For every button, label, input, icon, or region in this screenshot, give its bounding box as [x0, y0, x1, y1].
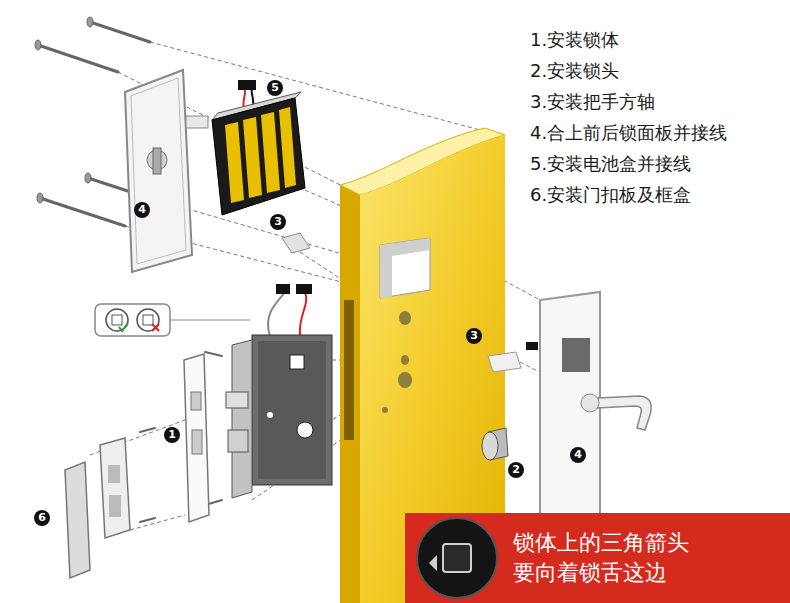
arrow-icon	[405, 515, 505, 601]
battery-cell	[225, 122, 244, 203]
panel-tab	[186, 116, 208, 128]
screw	[40, 198, 125, 226]
screw	[38, 45, 118, 72]
step-text: 1.安装锁体	[530, 28, 619, 52]
orientation-inset	[95, 304, 250, 336]
callout-number: 2	[508, 462, 524, 478]
cross-mark	[152, 324, 159, 331]
square-shaft	[282, 233, 310, 253]
screw-head	[37, 193, 43, 203]
lock-case	[252, 335, 332, 485]
note-text: 锁体上的三角箭头 要向着锁舌这边	[505, 528, 703, 587]
connector	[296, 284, 312, 294]
mortise-slot	[344, 300, 354, 440]
door-hole	[399, 311, 411, 325]
step-text: 6.安装门扣板及框盒	[530, 183, 691, 207]
screw-head	[87, 17, 93, 27]
icon-disc	[417, 518, 497, 598]
icon-triangle	[429, 555, 437, 571]
cylinder-hole	[297, 422, 313, 438]
callout-number: 5	[267, 80, 283, 96]
plate-slot	[191, 392, 201, 410]
check-mark	[119, 323, 128, 331]
front-plate-body	[184, 354, 209, 522]
latch-bolt	[226, 392, 248, 408]
front-plate	[184, 354, 209, 522]
lever-handle	[598, 396, 651, 430]
lock-body	[226, 284, 332, 498]
strike-plate	[100, 438, 130, 538]
inset-icon	[106, 309, 128, 331]
door-hole	[401, 355, 409, 365]
back-plate	[125, 70, 192, 272]
screw-head	[35, 40, 41, 50]
connector	[526, 342, 538, 350]
wire	[300, 292, 306, 336]
connector	[276, 284, 290, 294]
lock-faceplate	[232, 340, 252, 498]
callout-number: 4	[570, 447, 586, 463]
inset-box	[95, 304, 170, 336]
plate-slot	[192, 430, 202, 454]
screws	[35, 17, 222, 522]
spindle-cutout	[380, 238, 430, 298]
battery-cell	[279, 107, 296, 188]
door-hole	[382, 407, 388, 413]
step-text: 4.合上前后锁面板并接线	[530, 121, 727, 145]
lock-cylinder	[482, 428, 508, 460]
callout-number: 3	[270, 214, 286, 230]
wire	[268, 292, 285, 336]
inset-square	[112, 315, 122, 325]
inset-leader	[170, 320, 250, 321]
step-text: 5.安装电池盒并接线	[530, 152, 691, 176]
screw	[140, 518, 155, 522]
step-text: 2.安装锁头	[530, 59, 619, 83]
battery-cell	[261, 112, 280, 193]
battery-case	[212, 98, 305, 215]
callout-number: 3	[466, 328, 482, 344]
handle-rose	[581, 394, 599, 412]
callout-number: 1	[164, 427, 180, 443]
inset-square	[143, 315, 153, 325]
guide-line	[130, 515, 185, 530]
screw	[205, 352, 222, 356]
callout-number: 6	[34, 510, 50, 526]
guide-line	[150, 42, 480, 130]
strike-set	[65, 438, 130, 578]
cylinder-face	[482, 432, 498, 460]
callout-number: 4	[134, 202, 150, 218]
back-panel	[125, 70, 208, 272]
door-side	[340, 185, 360, 603]
strike-slot	[108, 465, 120, 483]
door-face	[360, 135, 505, 603]
screw-hole	[267, 412, 273, 418]
card-reader	[562, 338, 590, 372]
inset-icon	[137, 309, 159, 331]
back-plate-inner	[131, 78, 186, 264]
cutout-shade	[380, 238, 430, 298]
spindle-hole	[290, 355, 304, 369]
icon-square	[443, 544, 471, 572]
door-hole	[398, 372, 412, 388]
battery-cell	[243, 117, 262, 198]
strike-box	[65, 462, 90, 578]
strike-slot	[109, 495, 121, 517]
lock-case-inner	[258, 341, 326, 479]
dead-bolt	[228, 430, 248, 452]
screw	[140, 428, 155, 432]
note-banner: 锁体上的三角箭头 要向着锁舌这边	[405, 513, 790, 603]
thumb-lever	[153, 148, 161, 174]
screw	[90, 22, 150, 42]
square-shaft	[488, 352, 521, 372]
battery-box	[212, 80, 305, 215]
screw-head	[85, 173, 91, 183]
step-text: 3.安装把手方轴	[530, 90, 655, 114]
connector	[238, 80, 256, 90]
